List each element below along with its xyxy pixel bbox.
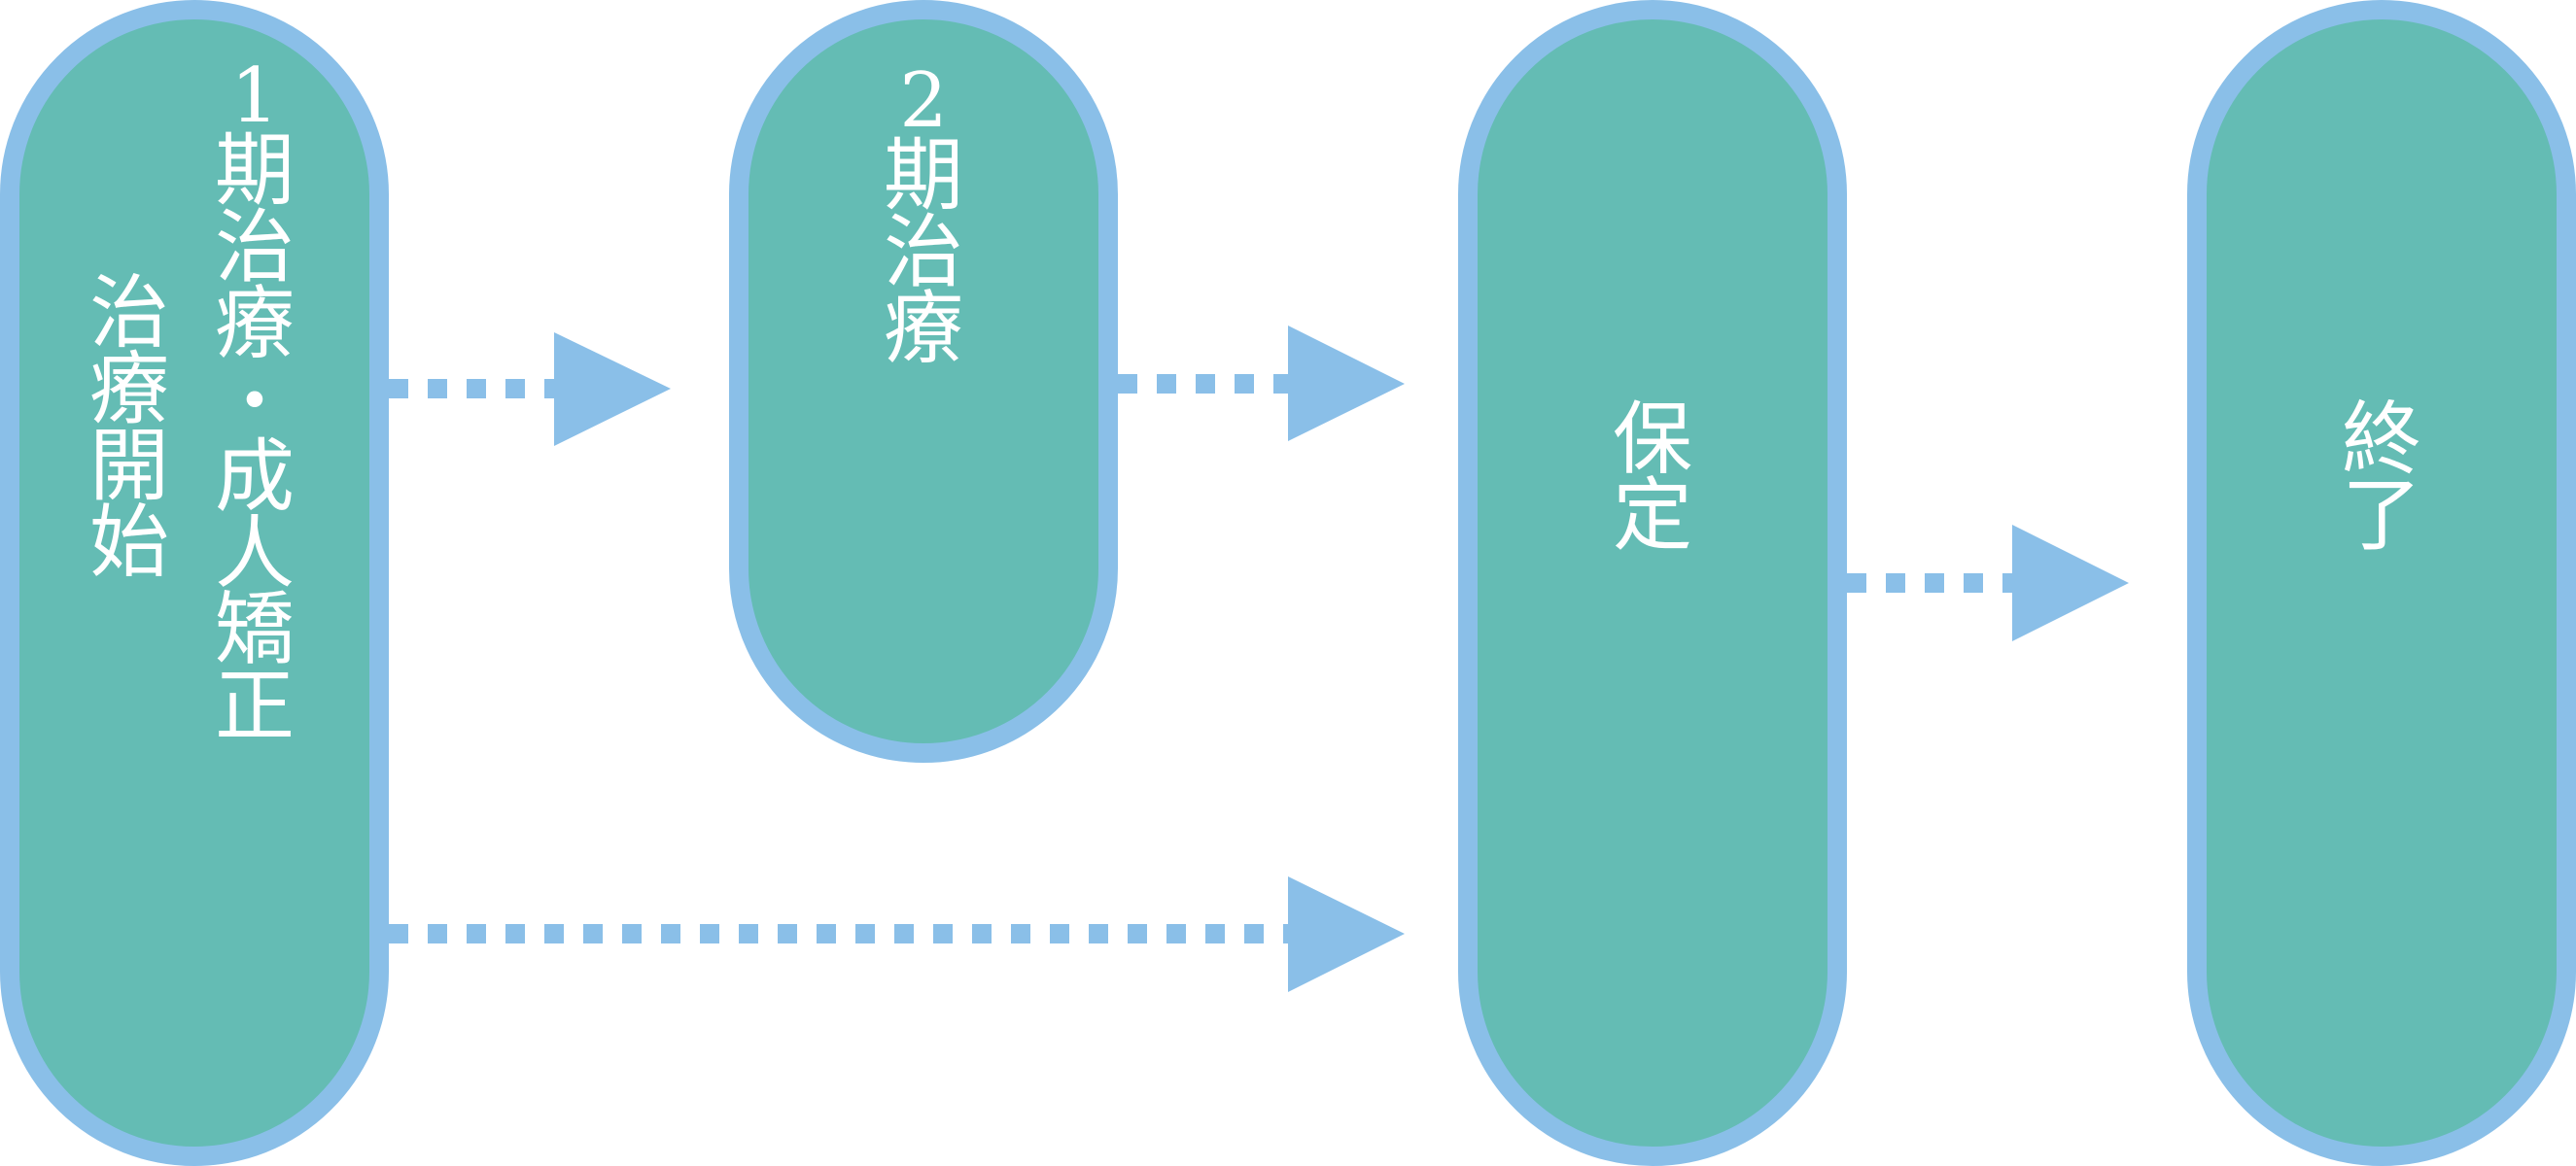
arrowhead-icon [2012,525,2129,641]
step-retention-label: 保定 [1613,394,1692,563]
step-end-label: 終了 [2342,394,2421,563]
step-end: 終了 [2187,0,2576,1166]
connector-phase2-to-retention [1118,326,1405,441]
step-retention: 保定 [1458,0,1847,1166]
arrowhead-icon [1288,326,1405,441]
step-start-label-sub: 治療開始 [89,267,169,589]
connector-retention-to-end [1847,525,2129,641]
connector-start-to-retention [389,876,1405,992]
arrowhead-icon [554,332,671,446]
arrowhead-icon [1288,876,1405,992]
connector-start-to-phase2 [389,332,671,446]
